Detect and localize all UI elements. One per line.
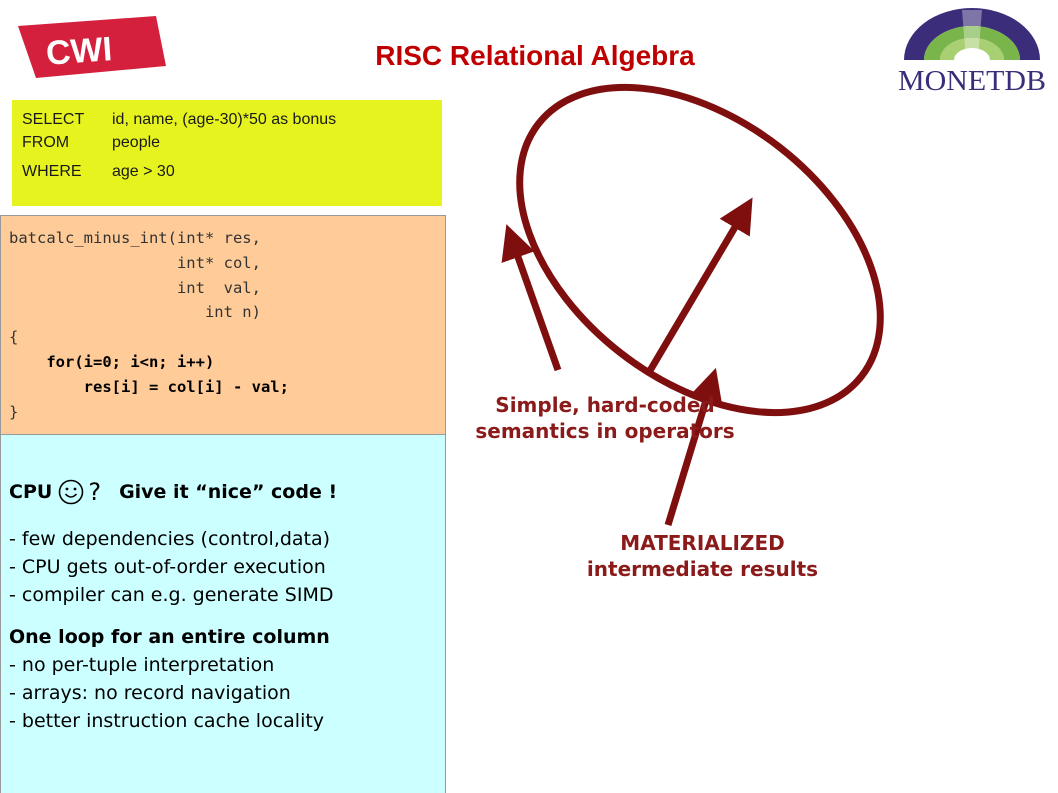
- smiley-icon: [59, 479, 84, 505]
- sql-clause: id, name, (age-30)*50 as bonus: [112, 110, 337, 128]
- label-line: Simple, hard-coded: [495, 393, 715, 417]
- monetdb-logo: MONETDB: [898, 8, 1046, 97]
- code-line: batcalc_minus_int(int* res,: [9, 229, 261, 247]
- sql-clause: age > 30: [112, 162, 175, 180]
- svg-text:CWI: CWI: [45, 30, 114, 73]
- cpu-explanation-box: CPU ? Give it “nice” code ! - few depend…: [0, 434, 446, 793]
- svg-text:MONETDB: MONETDB: [898, 66, 1046, 97]
- sql-row-select: SELECT id, name, (age-30)*50 as bonus: [22, 108, 432, 131]
- spacer: [9, 609, 445, 623]
- arrow-materialized-1: [644, 197, 753, 376]
- sql-row-where: WHERE age > 30: [22, 160, 432, 183]
- code-box: batcalc_minus_int(int* res, int* col, in…: [0, 215, 446, 435]
- materialized-label: MATERIALIZED intermediate results: [560, 530, 845, 582]
- cpu-point: - no per-tuple interpretation: [9, 654, 275, 676]
- sql-clause: people: [112, 133, 161, 151]
- cpu-head-rest: Give it “nice” code !: [119, 481, 338, 503]
- cpu-point: - better instruction cache locality: [9, 710, 325, 732]
- code-line: int* col,: [9, 253, 261, 272]
- label-line: MATERIALIZED: [620, 531, 785, 555]
- cpu-question-mark: ?: [88, 478, 102, 506]
- sql-keyword: SELECT: [22, 110, 85, 128]
- cpu-label: CPU: [9, 481, 53, 503]
- sql-keyword: FROM: [22, 133, 70, 151]
- cpu-point: - CPU gets out-of-order execution: [9, 556, 326, 578]
- sql-query-box: SELECT id, name, (age-30)*50 as bonus FR…: [12, 100, 442, 206]
- code-line: int n): [9, 303, 261, 322]
- code-line: int val,: [9, 278, 261, 297]
- slide-title: RISC Relational Algebra: [375, 40, 695, 71]
- spacer: [9, 511, 445, 525]
- cpu-group-title: One loop for an entire column: [9, 626, 330, 648]
- code-line: res[i] = col[i] - val;: [9, 377, 289, 396]
- cpu-point: - arrays: no record navigation: [9, 682, 291, 704]
- arrow-simple: [501, 224, 562, 372]
- cpu-point: - compiler can e.g. generate SIMD: [9, 584, 334, 606]
- label-line: intermediate results: [586, 557, 819, 581]
- cpu-heading: CPU ? Give it “nice” code !: [9, 473, 445, 511]
- cpu-point: - few dependencies (control,data): [9, 528, 331, 550]
- sql-keyword: WHERE: [22, 162, 82, 180]
- code-line: {: [9, 328, 19, 347]
- label-line: semantics in operators: [475, 419, 735, 443]
- cwi-logo: CWI: [18, 16, 166, 78]
- code-line: for(i=0; i<n; i++): [9, 352, 215, 371]
- code-line: }: [9, 402, 19, 421]
- simple-semantics-label: Simple, hard-coded semantics in operator…: [455, 392, 755, 444]
- sql-row-from: FROM people: [22, 131, 432, 154]
